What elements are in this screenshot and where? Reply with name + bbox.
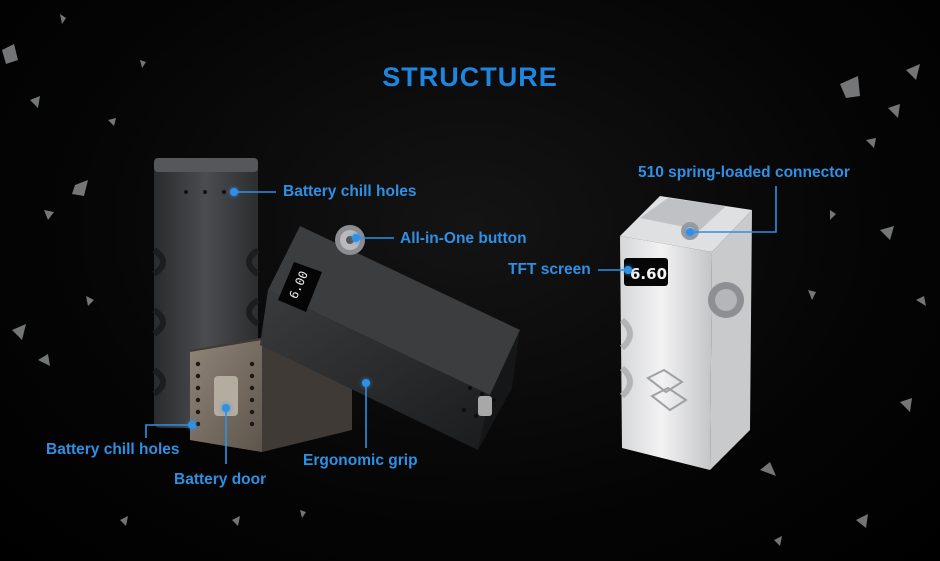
debris-decoration [2, 14, 926, 546]
label-battery-chill-holes-top: Battery chill holes [283, 183, 417, 200]
label-tft-screen: TFT screen [508, 261, 591, 278]
label-ergonomic-grip: Ergonomic grip [303, 452, 418, 469]
label-battery-chill-holes-bottom: Battery chill holes [46, 441, 180, 458]
connector-510-marker [686, 228, 694, 236]
label-connector-510: 510 spring-loaded connector [638, 164, 850, 181]
white-device-screen-reading: 6.60 [630, 265, 667, 283]
white-device: 6.60 [619, 196, 752, 470]
battery-chill-holes-top-marker [230, 188, 238, 196]
all-in-one-button-marker [352, 234, 360, 242]
ergonomic-grip-marker [362, 379, 370, 387]
tft-screen-marker [624, 266, 632, 274]
label-all-in-one-button: All-in-One button [400, 230, 527, 247]
leader-lines [145, 186, 777, 464]
battery-door-marker [222, 404, 230, 412]
black-device: 6.00 [260, 225, 520, 450]
battery-chill-holes-bottom-marker [188, 421, 196, 429]
page-title: STRUCTURE [382, 62, 558, 92]
label-battery-door: Battery door [174, 471, 267, 488]
